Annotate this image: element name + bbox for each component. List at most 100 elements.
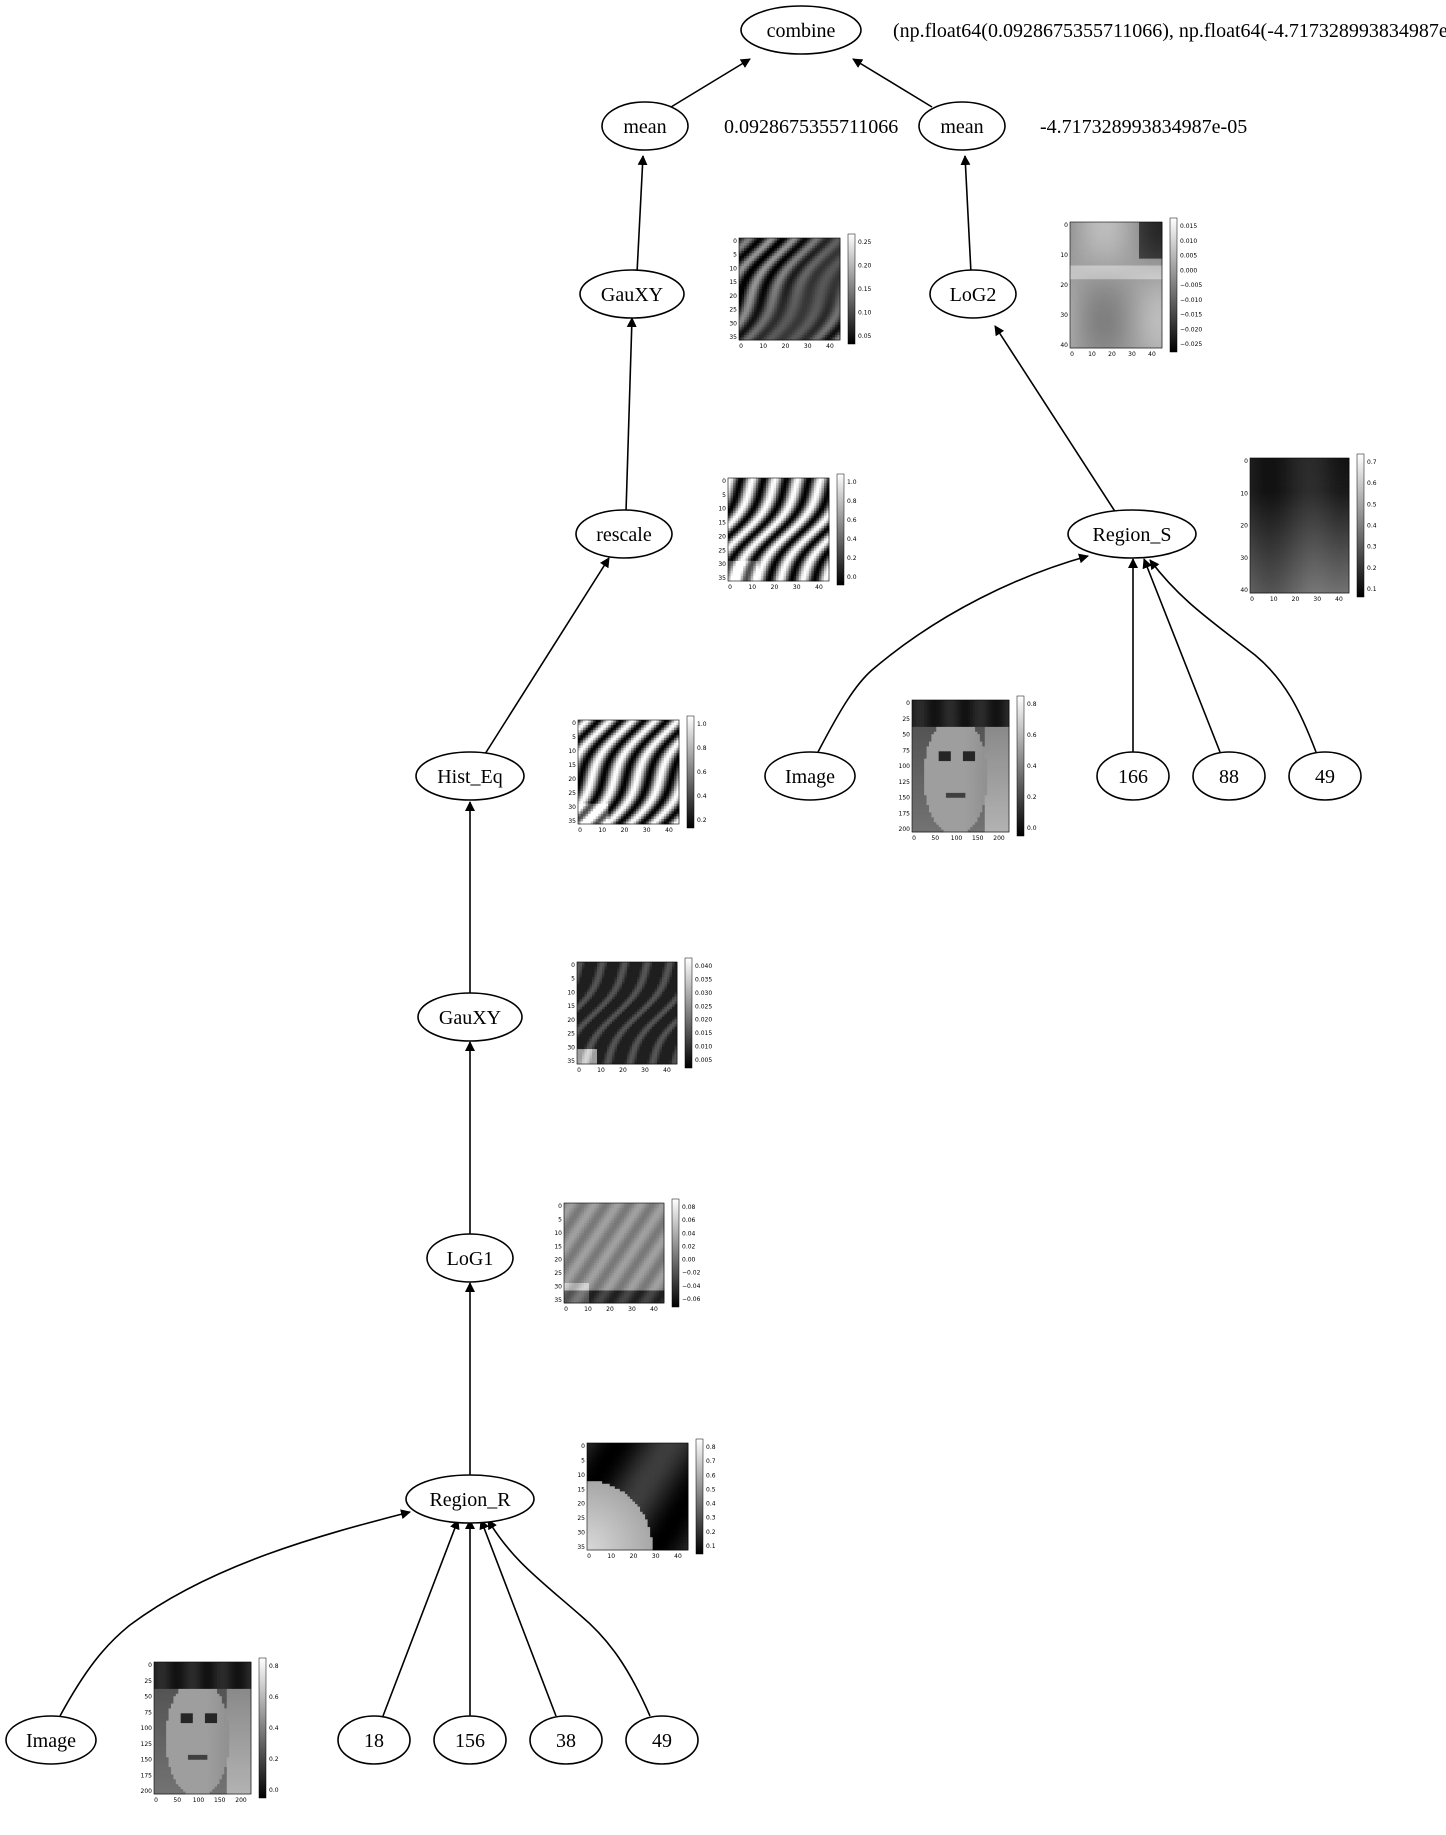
node-mean-right-label: mean — [940, 116, 983, 138]
node-49-s[interactable]: 49 — [1288, 751, 1362, 801]
log1-ytick: 15 — [554, 1243, 562, 1250]
log1-frame — [563, 1202, 665, 1304]
hist_eq-frame — [577, 719, 680, 825]
region_r-ytick: 30 — [577, 1530, 585, 1537]
image_r-ctick: 0.0 — [269, 1787, 279, 1794]
node-gauxy-top[interactable]: GauXY — [579, 269, 685, 319]
rescale-ctick: 1.0 — [847, 479, 857, 486]
image_r-ytick: 50 — [144, 1694, 152, 1701]
log1-xtick: 10 — [584, 1306, 592, 1313]
log1-ctick: 0.08 — [682, 1204, 696, 1211]
edge-rescale-to-gauxy — [625, 317, 637, 513]
gauxy_top-ctick: 0.05 — [858, 333, 872, 340]
image_s-ytick: 175 — [899, 810, 911, 817]
node-hist-eq[interactable]: Hist_Eq — [415, 751, 525, 801]
node-166[interactable]: 166 — [1096, 751, 1170, 801]
image_s-ytick: 150 — [899, 795, 911, 802]
region_r-ctick: 0.3 — [706, 1515, 716, 1522]
image_r-ytick: 100 — [141, 1725, 153, 1732]
log2-ctick: 0.000 — [1180, 267, 1197, 274]
image_r-ytick: 175 — [141, 1772, 153, 1779]
node-18[interactable]: 18 — [337, 1715, 411, 1765]
image_s-ytick: 75 — [902, 747, 910, 754]
log1-xtick: 0 — [564, 1306, 568, 1313]
log1-ytick: 20 — [554, 1257, 562, 1264]
rescale-ctick: 0.8 — [847, 498, 857, 505]
gauxy_bottom-ytick: 15 — [567, 1003, 575, 1010]
region_s-ctick: 0.7 — [1367, 459, 1377, 466]
gauxy_top-frame — [738, 237, 841, 341]
region_r-ctick: 0.2 — [706, 1529, 716, 1536]
node-38[interactable]: 38 — [529, 1715, 603, 1765]
image_s-ytick: 25 — [902, 716, 910, 723]
gauxy_top-ytick: 20 — [729, 293, 737, 300]
gauxy_bottom-ytick: 20 — [567, 1017, 575, 1024]
image_s-xtick: 0 — [912, 835, 916, 842]
node-log2[interactable]: LoG2 — [929, 269, 1017, 319]
node-image-r[interactable]: Image — [5, 1715, 97, 1765]
node-hist-eq-label: Hist_Eq — [437, 766, 503, 788]
log1-ctick: −0.02 — [682, 1270, 701, 1277]
rescale-xtick: 20 — [771, 584, 779, 591]
region_s-ytick: 0 — [1244, 458, 1248, 465]
edge-mean-right-to-combine — [852, 58, 933, 108]
node-region-s[interactable]: Region_S — [1067, 509, 1197, 559]
region_r-ytick: 35 — [577, 1544, 585, 1551]
node-166-label: 166 — [1118, 766, 1148, 788]
image_r-ctick: 0.6 — [269, 1694, 279, 1701]
node-rescale[interactable]: rescale — [575, 509, 673, 559]
node-49-r-label: 49 — [652, 1730, 672, 1752]
hist_eq-ytick: 20 — [568, 776, 576, 783]
rescale-ytick: 30 — [718, 561, 726, 568]
node-88[interactable]: 88 — [1192, 751, 1266, 801]
gauxy_bottom-ctick: 0.020 — [695, 1017, 712, 1024]
node-combine[interactable]: combine — [740, 5, 862, 55]
hist_eq-ctick: 0.4 — [697, 793, 707, 800]
node-region-r-label: Region_R — [429, 1489, 511, 1511]
edge-38-to-regionr — [479, 1519, 557, 1717]
region_s-ytick: 40 — [1240, 587, 1248, 594]
node-mean-left[interactable]: mean — [601, 101, 689, 151]
gauxy_top-image — [739, 238, 841, 341]
node-image-s[interactable]: Image — [764, 751, 856, 801]
node-49-r[interactable]: 49 — [625, 1715, 699, 1765]
image_r-colorbar — [258, 1657, 267, 1799]
log1-ytick: 5 — [558, 1216, 562, 1223]
gauxy_top-ytick: 5 — [733, 252, 737, 259]
log2-ctick: 0.015 — [1180, 223, 1197, 230]
region_r-ctick: 0.6 — [706, 1472, 716, 1479]
node-log1[interactable]: LoG1 — [426, 1233, 514, 1283]
node-156[interactable]: 156 — [433, 1715, 507, 1765]
node-gauxy-bottom[interactable]: GauXY — [417, 992, 523, 1042]
log1-image — [564, 1203, 665, 1304]
hist_eq-ytick: 0 — [572, 720, 576, 727]
log2-ctick: −0.005 — [1180, 282, 1202, 289]
log1-ctick: −0.04 — [682, 1283, 701, 1290]
region_r-ctick: 0.8 — [706, 1444, 716, 1451]
hist_eq-ctick: 1.0 — [697, 721, 707, 728]
log2-ytick: 40 — [1060, 342, 1068, 349]
gauxy_bottom-colorbar — [684, 957, 693, 1069]
region_r-ytick: 20 — [577, 1501, 585, 1508]
node-image-s-label: Image — [785, 766, 835, 788]
region_s-image — [1250, 458, 1350, 594]
edge-49s-to-regions — [1149, 559, 1317, 753]
edge-49r-to-regionr — [487, 1519, 651, 1717]
image_r-ctick: 0.8 — [269, 1663, 279, 1670]
rescale-ctick: 0.0 — [847, 574, 857, 581]
rescale-ytick: 25 — [718, 547, 726, 554]
node-gauxy-top-label: GauXY — [601, 284, 663, 306]
node-88-label: 88 — [1219, 766, 1239, 788]
node-mean-left-label: mean — [623, 116, 666, 138]
node-region-s-label: Region_S — [1093, 524, 1172, 546]
node-mean-right[interactable]: mean — [918, 101, 1006, 151]
region_r-image — [587, 1443, 689, 1551]
gauxy_bottom-xtick: 0 — [577, 1067, 581, 1074]
node-region-r[interactable]: Region_R — [405, 1474, 535, 1524]
node-49-s-label: 49 — [1315, 766, 1335, 788]
image_r-ytick: 125 — [141, 1741, 153, 1748]
region_r-ctick: 0.4 — [706, 1501, 716, 1508]
log1-xtick: 30 — [628, 1306, 636, 1313]
